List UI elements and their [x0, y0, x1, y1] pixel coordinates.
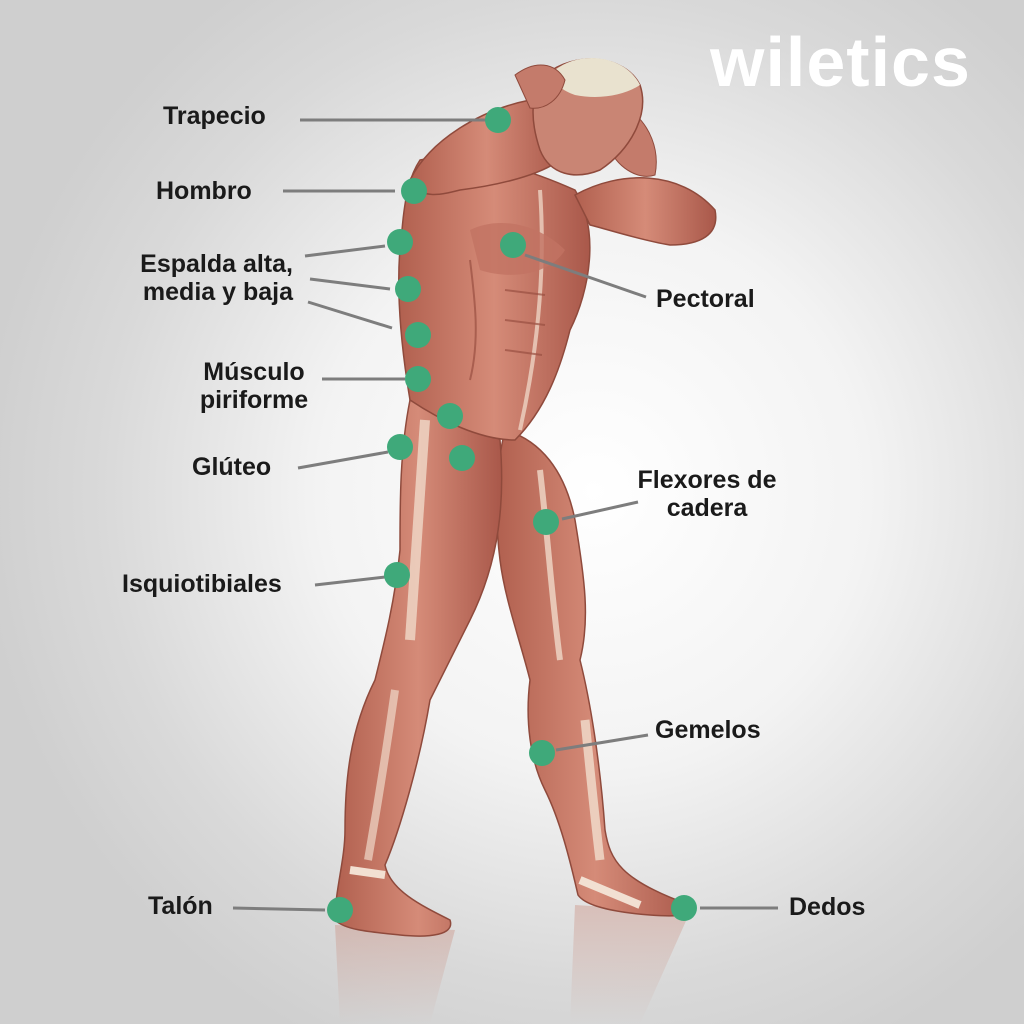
marker-gluteo-3	[387, 434, 413, 460]
label-musculo-line2: piriforme	[199, 386, 309, 414]
label-dedos: Dedos	[789, 893, 866, 921]
label-gemelos: Gemelos	[655, 716, 761, 744]
raised-arm	[409, 99, 717, 246]
marker-piriforme	[405, 366, 431, 392]
label-espalda-line2: media y baja	[142, 278, 293, 306]
label-flexores-cadera: Flexores de cadera	[622, 466, 792, 522]
marker-trapecio	[485, 107, 511, 133]
leader-lines	[232, 118, 778, 912]
wiletics-logo: wiletics	[710, 23, 971, 101]
marker-isquiotibiales	[384, 562, 410, 588]
label-flexores-line1: Flexores de	[637, 466, 777, 494]
floor-reflection	[335, 905, 690, 1024]
label-flexores-line2: cadera	[666, 494, 748, 522]
head	[514, 58, 644, 176]
marker-gemelos	[529, 740, 555, 766]
marker-flexores	[533, 509, 559, 535]
label-pectoral: Pectoral	[656, 285, 755, 313]
marker-hombro	[401, 178, 427, 204]
marker-gluteo-2	[449, 445, 475, 471]
marker-espalda-baja	[405, 322, 431, 348]
markers	[327, 107, 697, 923]
marker-pectoral	[500, 232, 526, 258]
label-trapecio: Trapecio	[163, 102, 266, 130]
torso	[398, 156, 591, 441]
marker-gluteo-1	[437, 403, 463, 429]
label-espalda-line1: Espalda alta,	[140, 250, 293, 278]
marker-espalda-media	[395, 276, 421, 302]
label-espalda: Espalda alta, media y baja	[105, 250, 293, 306]
front-leg	[495, 429, 695, 917]
label-musculo-piriforme: Músculo piriforme	[186, 358, 322, 414]
marker-talon	[327, 897, 353, 923]
label-hombro: Hombro	[156, 177, 252, 205]
label-gluteo: Glúteo	[192, 453, 272, 481]
label-musculo-line1: Músculo	[203, 358, 305, 386]
marker-dedos	[671, 895, 697, 921]
back-leg	[334, 399, 503, 937]
label-talon: Talón	[148, 892, 213, 920]
label-isquiotibiales: Isquiotibiales	[122, 570, 282, 598]
marker-espalda-alta	[387, 229, 413, 255]
